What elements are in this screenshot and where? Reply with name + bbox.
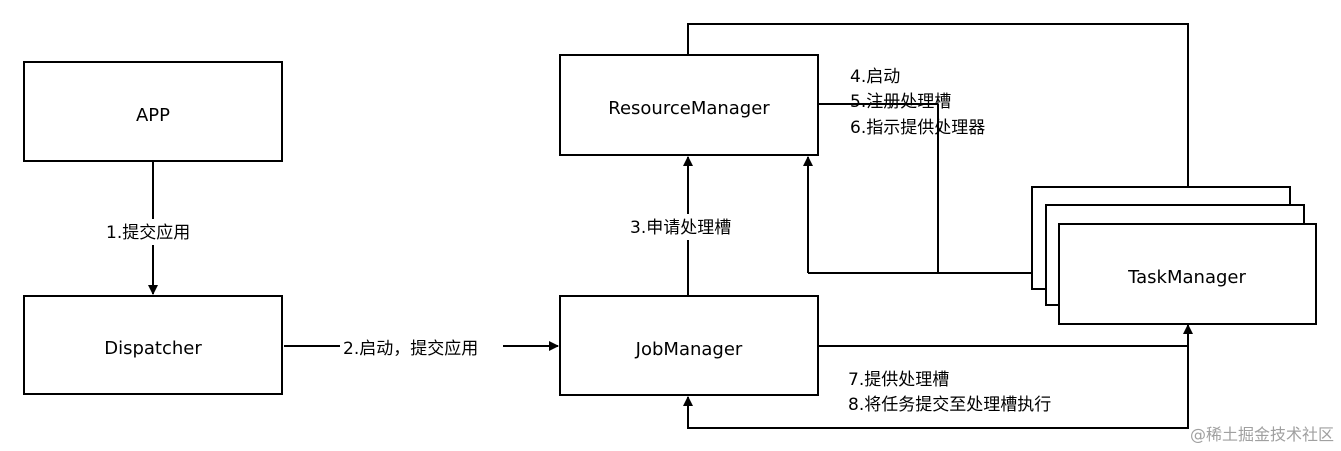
edge-label-start-submit: 2.启动，提交应用: [343, 339, 478, 359]
node-dispatcher-label: Dispatcher: [104, 338, 202, 359]
node-taskmanager-label: TaskManager: [1127, 267, 1246, 288]
node-resourcemanager-label: ResourceManager: [608, 98, 770, 119]
node-app-label: APP: [136, 105, 170, 126]
edge-label-submit-task: 8.将任务提交至处理槽执行: [848, 395, 1051, 415]
edge-label-provide-slot: 7.提供处理槽: [848, 370, 949, 390]
node-dispatcher: Dispatcher: [23, 295, 283, 395]
edge-label-bg: [340, 335, 503, 359]
edge-label-start: 4.启动: [850, 67, 900, 87]
node-jobmanager-label: JobManager: [635, 339, 743, 360]
edge-resourcemanager-to-taskmanager: [687, 23, 1193, 223]
node-taskmanager-stack: TaskManager: [1031, 186, 1317, 325]
node-app: APP: [23, 61, 283, 162]
node-jobmanager: JobManager: [559, 295, 819, 396]
edge-taskmanager-to-jobmanager: [683, 346, 1189, 429]
node-taskmanager: [1058, 223, 1317, 325]
watermark: @稀土掘金技术社区: [1190, 425, 1334, 444]
edge-jobmanager-to-taskmanager: [819, 324, 1193, 347]
edge-label-register-slot: 5.注册处理槽: [850, 92, 951, 112]
edge-label-bg: [104, 219, 202, 245]
node-resourcemanager: ResourceManager: [559, 54, 819, 156]
edge-label-request-slot: 3.申请处理槽: [630, 218, 731, 238]
edge-label-submit-app: 1.提交应用: [106, 223, 190, 243]
edge-label-bg: [627, 214, 751, 240]
edge-label-instruct-provide: 6.指示提供处理器: [850, 118, 985, 138]
